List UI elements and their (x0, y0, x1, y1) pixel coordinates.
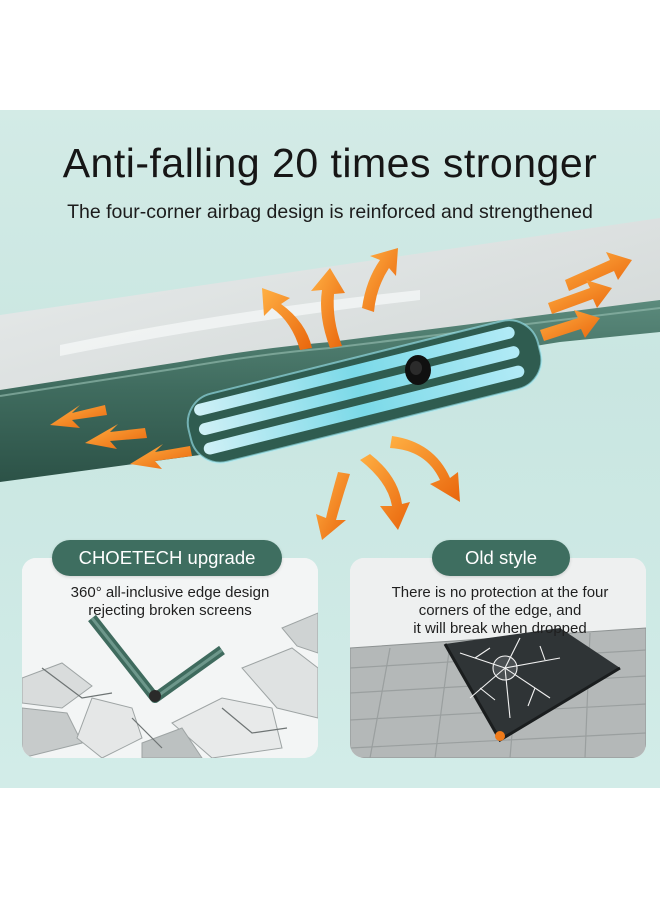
impact-arrow-icon (50, 248, 632, 540)
phone-corner-scene (0, 218, 660, 540)
case-highlight (0, 307, 660, 397)
green-phone-corner (88, 614, 225, 703)
old-style-description: There is no protection at the four corne… (360, 584, 640, 638)
old-style-card (350, 558, 646, 758)
airbag-glow (186, 319, 543, 464)
dark-phone-corner (443, 628, 621, 743)
upgrade-line-1: 360° all-inclusive edge design (70, 584, 270, 601)
upgrade-line-2: rejecting broken screens (88, 602, 252, 619)
old-line-3: it will break when dropped (413, 620, 587, 637)
headline: Anti-falling 20 times stronger (62, 140, 598, 186)
upgrade-card (22, 558, 318, 758)
old-line-2: corners of the edge, and (418, 602, 582, 619)
rubble (22, 612, 318, 758)
old-line-1: There is no protection at the four (391, 584, 609, 601)
upgrade-description: 360° all-inclusive edge design rejecting… (44, 584, 296, 620)
crack-icon (459, 637, 561, 719)
product-banner: Anti-falling 20 times stronger The four-… (0, 110, 660, 788)
subheadline: The four-corner airbag design is reinfor… (67, 201, 593, 223)
shattered-floor-illustration (22, 558, 318, 758)
tiled-floor-illustration (350, 558, 646, 758)
old-style-badge: Old style (432, 540, 570, 576)
upgrade-badge: CHOETECH upgrade (52, 540, 282, 576)
crack-lines (41, 667, 288, 749)
